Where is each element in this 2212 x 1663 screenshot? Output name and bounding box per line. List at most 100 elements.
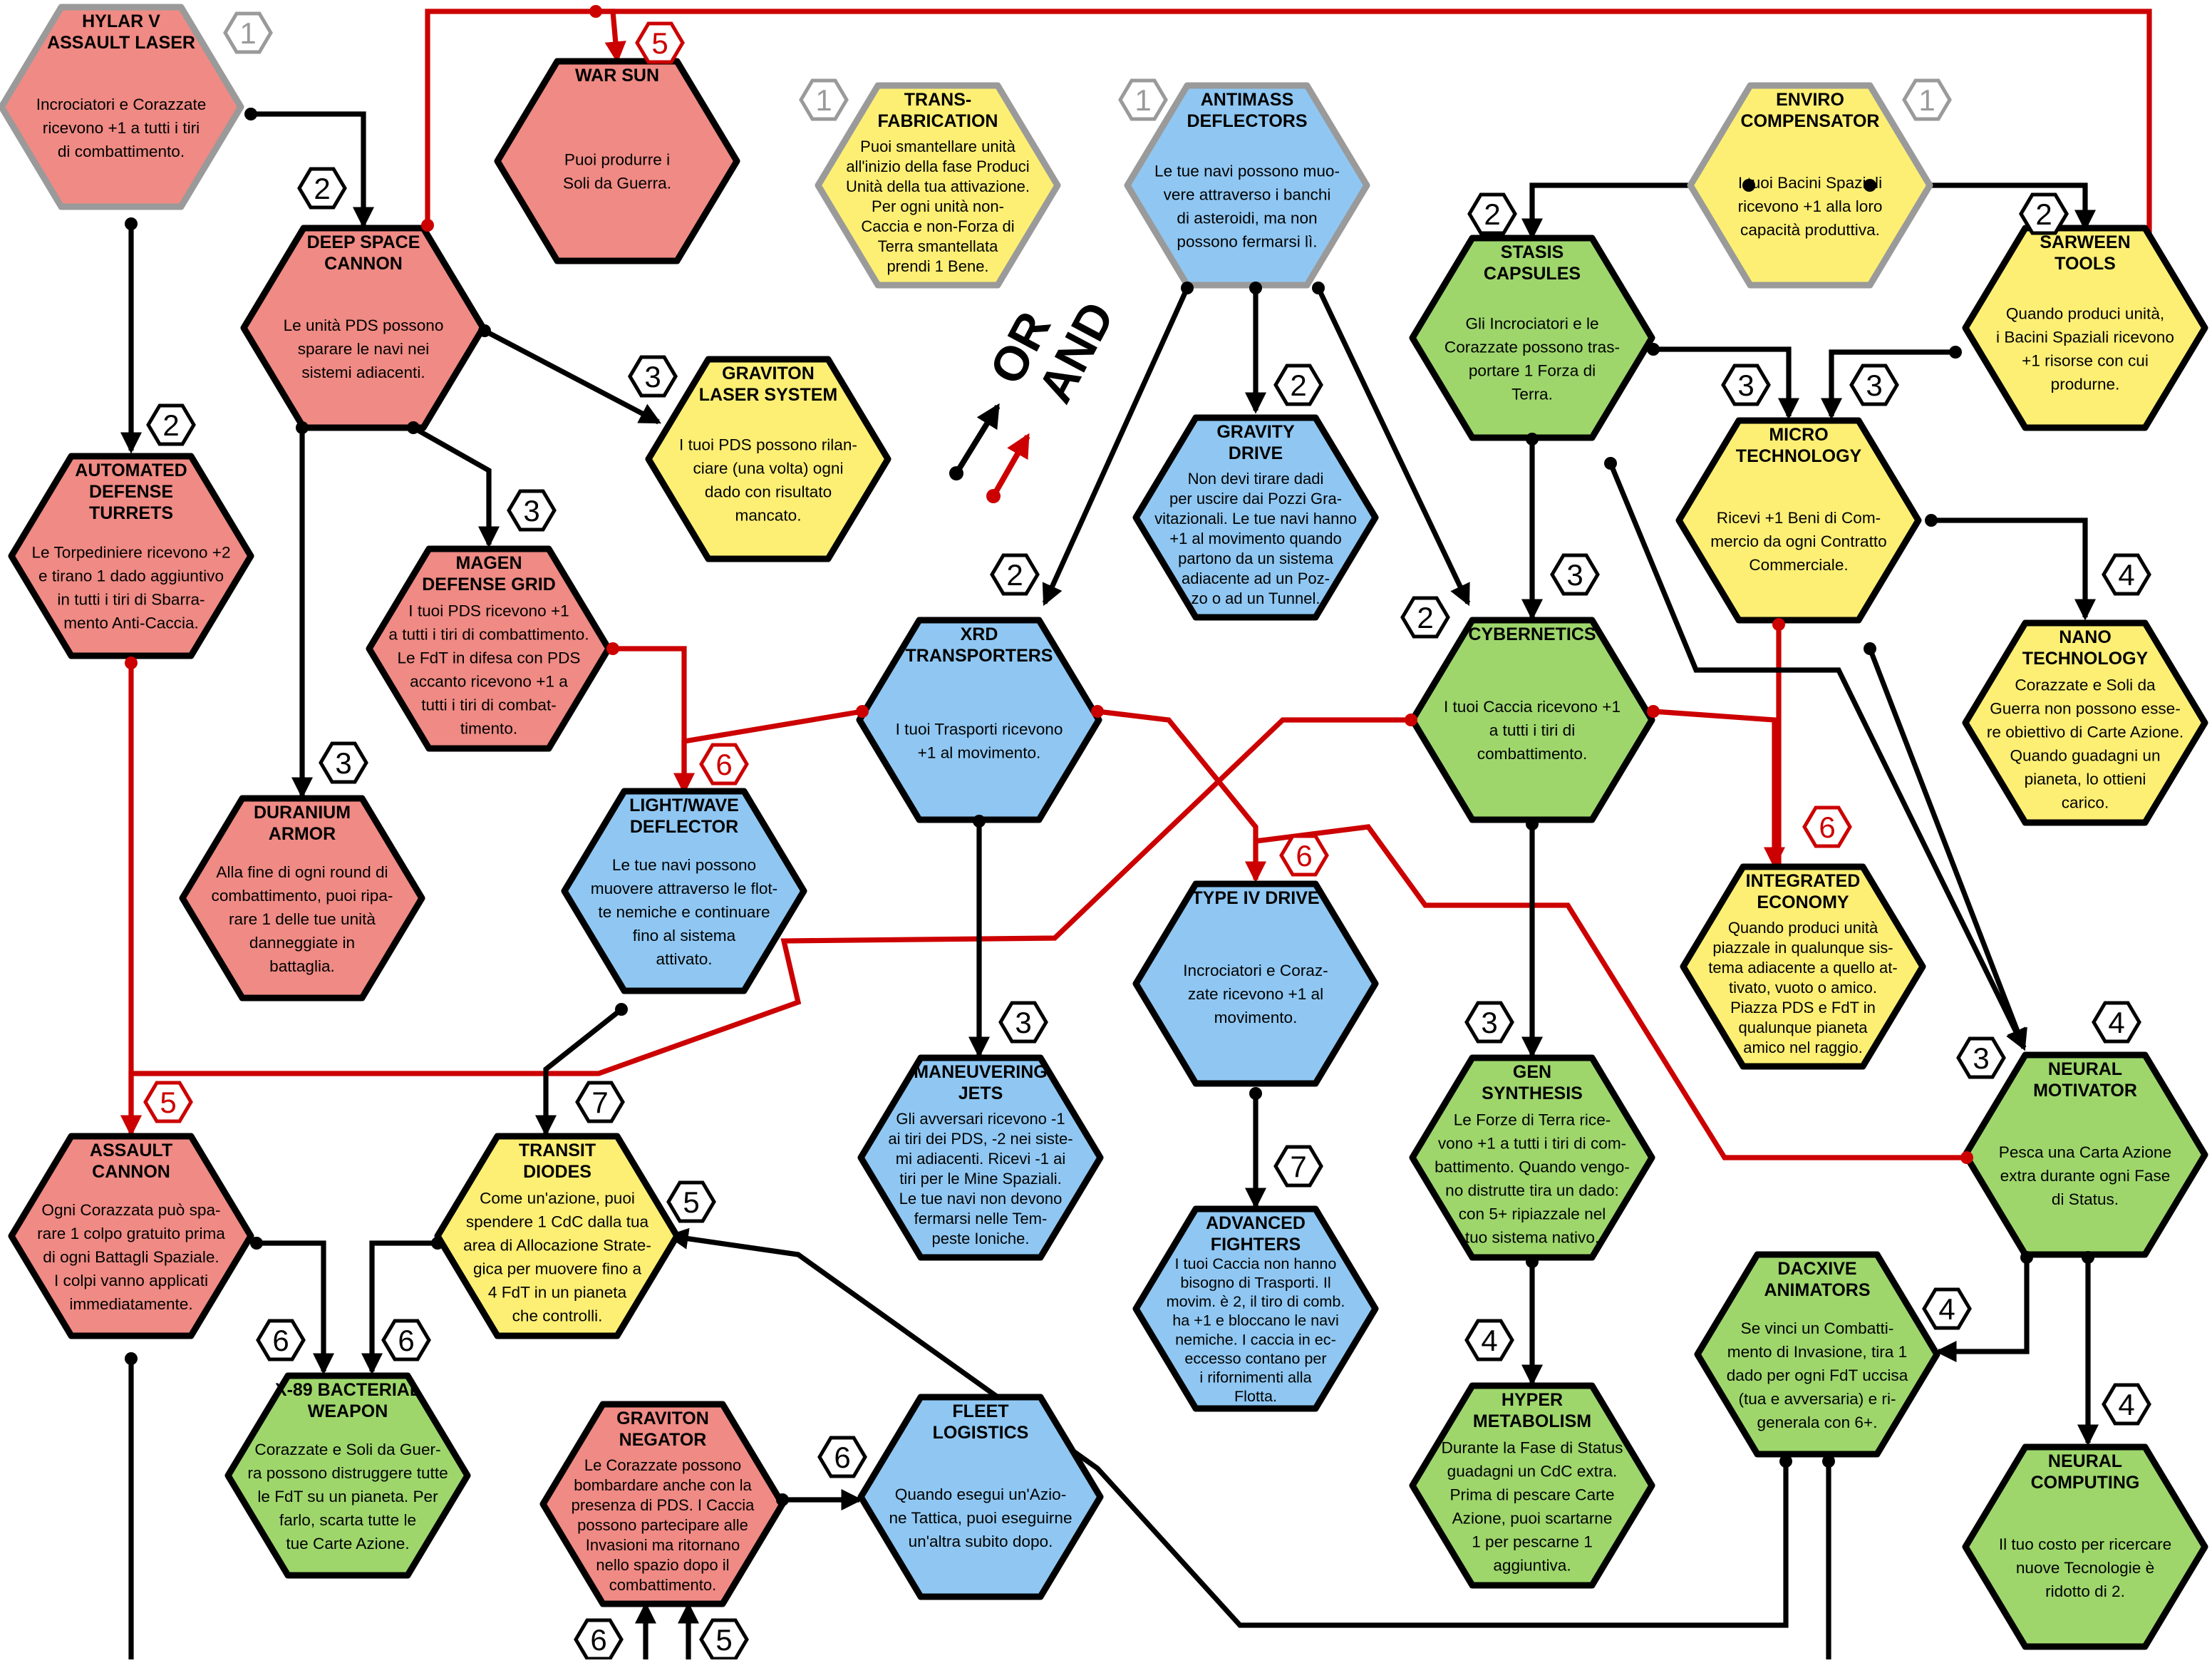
tech-name: TRANS- — [904, 90, 971, 110]
tech-hex — [1680, 863, 1926, 1070]
badge-hex — [998, 1001, 1048, 1044]
tech-description: dado per ogni FdT uccisa — [1727, 1366, 1908, 1384]
link-dot — [1779, 1455, 1792, 1468]
badge-value: 2 — [1417, 601, 1433, 634]
tech-description: tivato, vuoto o amico. — [1729, 979, 1877, 997]
link-dot — [1526, 433, 1539, 446]
link-dot — [421, 219, 434, 232]
legend-or-dot — [949, 466, 963, 480]
badge-hex — [666, 1180, 716, 1223]
tech-description: eccesso contano per — [1184, 1349, 1326, 1367]
tech-hex — [1409, 235, 1655, 441]
tech-description: Soli da Guerra. — [563, 175, 671, 192]
tech-description: attivato. — [656, 950, 712, 968]
tech-description: accanto ricevono +1 a — [410, 673, 568, 691]
badge-value: 6 — [398, 1324, 414, 1357]
link-dot — [1960, 1151, 1973, 1164]
badge-assault-cannon: 5 — [143, 1081, 193, 1123]
badge-micro-b: 3 — [1849, 364, 1899, 406]
tech-description: battimento. Quando vengo- — [1435, 1158, 1630, 1176]
black-or-links — [120, 111, 2099, 1663]
tech-description: movimento. — [1214, 1009, 1298, 1026]
link-dot — [1249, 1087, 1262, 1100]
badge-hex — [990, 553, 1040, 596]
tech-hex — [1962, 1443, 2208, 1650]
tech-description: Le Forze di Terra rice- — [1454, 1111, 1611, 1129]
tech-name: TURRETS — [89, 503, 173, 523]
badge-advanced: 7 — [1273, 1145, 1323, 1188]
tech-description: tue Carte Azione. — [286, 1535, 409, 1553]
tech-name: NEURAL — [2048, 1451, 2122, 1471]
or-link — [1935, 1257, 2030, 1363]
link-dot — [606, 642, 619, 655]
badge-value: 7 — [1290, 1150, 1306, 1183]
tech-description: timento. — [460, 720, 517, 738]
legend: OR AND — [949, 293, 1125, 503]
badge-value: 2 — [1484, 197, 1500, 231]
tech-hex — [1962, 225, 2208, 431]
link-dot — [244, 108, 257, 120]
tech-name: GEN — [1513, 1062, 1551, 1082]
tech-description: Le FdT in difesa con PDS — [397, 649, 580, 667]
tech-description: partono da un sistema — [1178, 550, 1333, 567]
tech-description: dado con risultato — [705, 483, 832, 501]
link-dot — [431, 1237, 444, 1250]
tech-description: mancato. — [735, 507, 802, 525]
tech-hex — [1675, 417, 1922, 624]
link-dots — [125, 5, 2094, 1506]
badge-hex — [628, 355, 678, 398]
badge-hex — [1802, 805, 1852, 848]
badge-light: 6 — [699, 743, 749, 786]
badge-value: 1 — [239, 16, 256, 50]
badge-neg-b: 5 — [699, 1618, 749, 1661]
tech-description: Terra. — [1511, 386, 1553, 403]
badge-value: 3 — [1866, 369, 1882, 402]
badge-hex — [1467, 192, 1517, 235]
badge-hex — [381, 1319, 431, 1361]
badge-value: 2 — [162, 408, 179, 442]
badge-hex — [574, 1618, 624, 1661]
tech-name: MAGEN — [455, 553, 522, 573]
tech-description: portare 1 Forza di — [1469, 362, 1596, 380]
badge-hex — [223, 11, 273, 54]
tech-name: GRAVITON — [722, 364, 815, 383]
tech-hex — [1409, 1054, 1655, 1261]
tech-name: INTEGRATED — [1746, 871, 1861, 891]
tech-name: XRD — [961, 624, 998, 644]
tech-description: Puoi smantellare unità — [860, 138, 1015, 155]
link-dot — [1864, 179, 1876, 192]
tech-name: LOGISTICS — [933, 1423, 1029, 1443]
tech-description: combattimento, puoi ripa- — [212, 887, 393, 905]
tech-description: I tuoi PDS ricevono +1 — [408, 602, 569, 620]
tech-description: Pesca una Carta Azione — [1999, 1143, 2171, 1161]
link-dot — [1864, 642, 1876, 655]
badge-value: 3 — [1737, 369, 1754, 402]
tech-description: rare 1 colpo gratuito prima — [37, 1225, 225, 1242]
tech-description: Incrociatori e Corazzate — [36, 96, 207, 113]
tech-description: e tirano 1 dado aggiuntivo — [38, 567, 224, 585]
badge-hex — [1550, 553, 1600, 596]
tech-description: Quando esegui un'Azio- — [895, 1486, 1066, 1503]
tech-description: I tuoi Trasporti ricevono — [896, 721, 1063, 738]
or-link — [666, 1227, 1789, 1628]
tech-description: i Bacini Spaziali ricevono — [1996, 329, 2174, 346]
badge-hex — [635, 21, 685, 64]
tech-hex — [1132, 880, 1379, 1087]
tech-hex — [8, 453, 254, 659]
link-dot — [125, 1352, 138, 1365]
link-dot — [1405, 714, 1417, 726]
tech-description: Azione, puoi scartarne — [1452, 1510, 1613, 1528]
link-dot — [250, 1237, 263, 1250]
tech-description: presenza di PDS. I Caccia — [572, 1496, 755, 1514]
badge-neural-motivator: 4 — [2092, 1001, 2141, 1044]
badge-hex — [146, 403, 196, 446]
badge-hex — [2019, 192, 2069, 235]
and-link — [1255, 824, 1967, 1160]
